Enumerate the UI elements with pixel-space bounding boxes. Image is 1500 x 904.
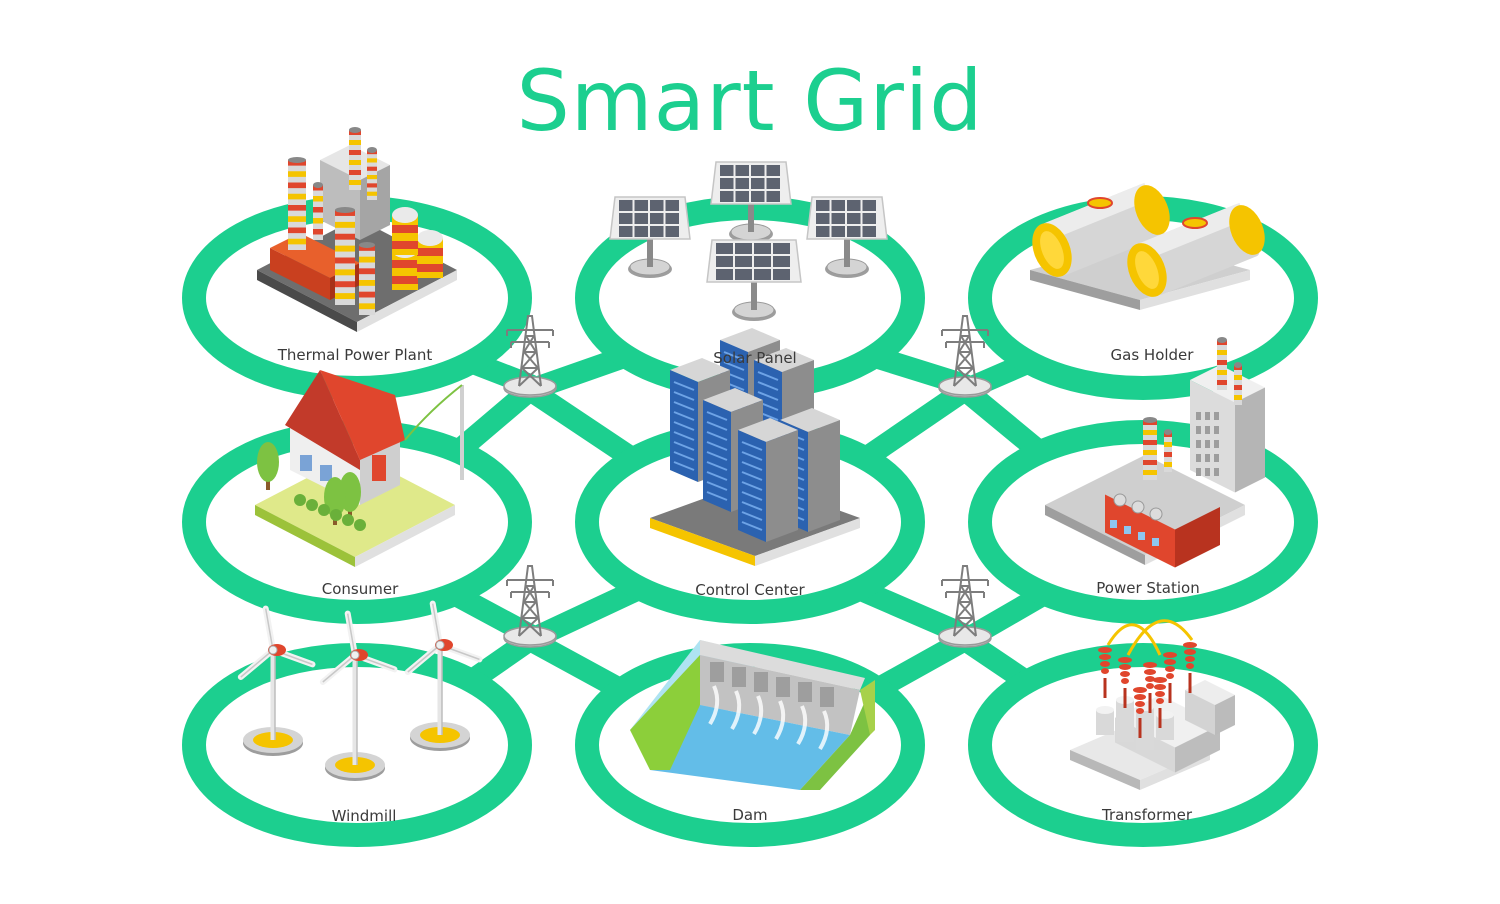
diagram-title: Smart Grid — [516, 52, 984, 150]
label-control-center: Control Center — [695, 581, 805, 599]
server-racks-icon — [650, 328, 860, 566]
label-gas-holder: Gas Holder — [1110, 346, 1194, 364]
node-icons — [237, 127, 1265, 790]
transformer-icon — [1070, 619, 1235, 790]
transmission-tower-icon — [938, 565, 992, 648]
label-windmill: Windmill — [331, 807, 397, 825]
transmission-tower-icon — [503, 565, 557, 648]
thermal-power-plant-icon — [257, 127, 457, 332]
label-solar-panel: Solar Panel — [713, 349, 797, 367]
house-icon — [255, 370, 464, 567]
gas-holder-icon — [1030, 182, 1265, 310]
label-thermal-power-plant: Thermal Power Plant — [277, 346, 433, 364]
solar-panel-icon — [609, 161, 888, 321]
power-station-icon — [1045, 337, 1265, 568]
label-consumer: Consumer — [321, 580, 399, 598]
wind-turbine-icon — [237, 600, 483, 781]
label-power-station: Power Station — [1096, 579, 1200, 597]
label-transformer: Transformer — [1101, 806, 1192, 824]
dam-icon — [630, 640, 875, 790]
label-dam: Dam — [732, 806, 768, 824]
